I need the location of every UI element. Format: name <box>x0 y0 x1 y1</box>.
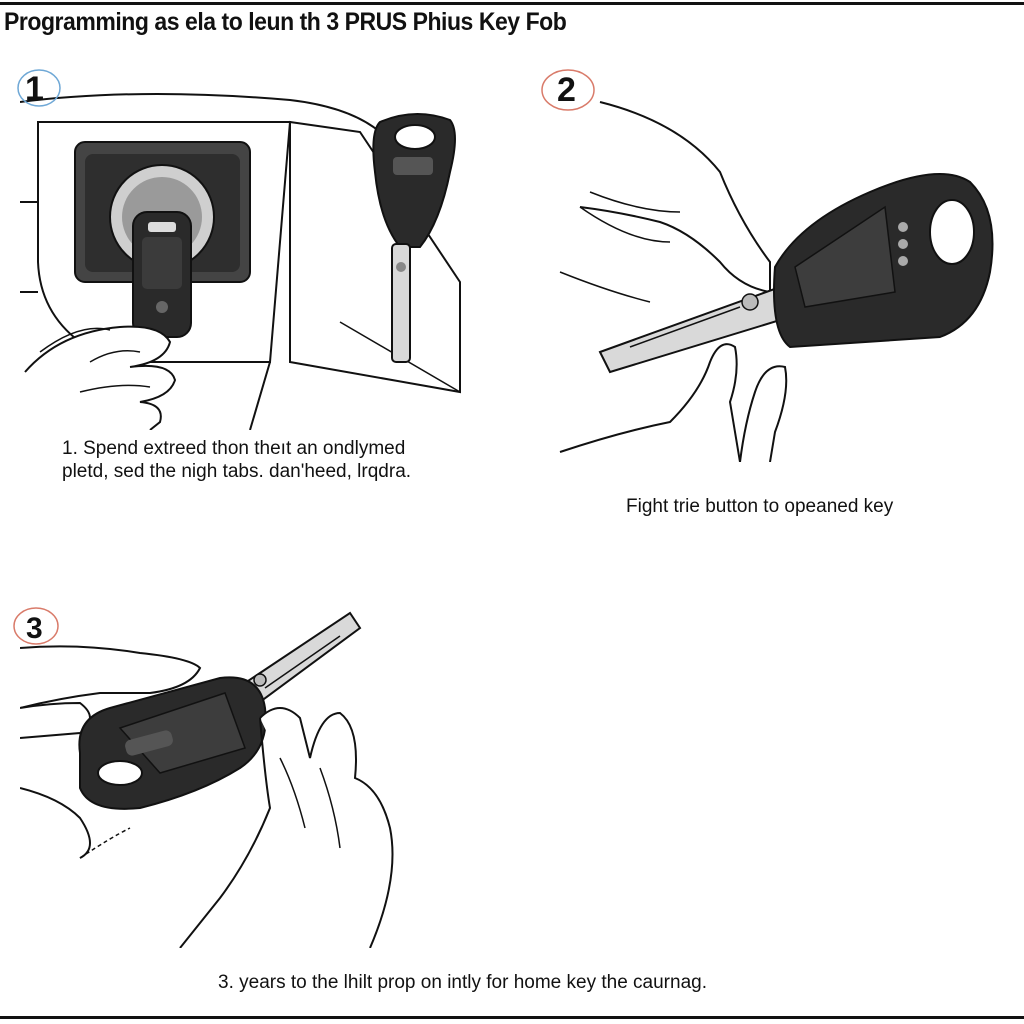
step-3-number: 3 <box>12 606 60 646</box>
step-3-panel: 3 <box>13 598 465 948</box>
step-3-illustration <box>20 611 394 948</box>
step-1-illustration <box>20 92 461 430</box>
step-2-panel: 2 <box>540 62 1004 462</box>
step-2-caption: Fight trie button to opeaned key <box>626 496 894 517</box>
step-1-panel: 1 <box>17 62 465 430</box>
step-1-caption-line-2: pletd, sed the nigh tabs. dan'heed, lrqd… <box>62 461 412 482</box>
step-3-caption: 3. years to the lhilt prop on intly for … <box>218 972 707 993</box>
top-divider <box>0 2 1024 5</box>
step-1-caption-line-1: 1. Spend extreed thon theıt an ondlymed <box>62 438 406 459</box>
page-title: Programming as ela to leun th 3 PRUS Phi… <box>4 8 567 36</box>
step-2-number: 2 <box>540 68 596 112</box>
bottom-divider <box>0 1016 1024 1019</box>
step-2-illustration <box>559 101 994 462</box>
step-1-number: 1 <box>17 68 64 108</box>
